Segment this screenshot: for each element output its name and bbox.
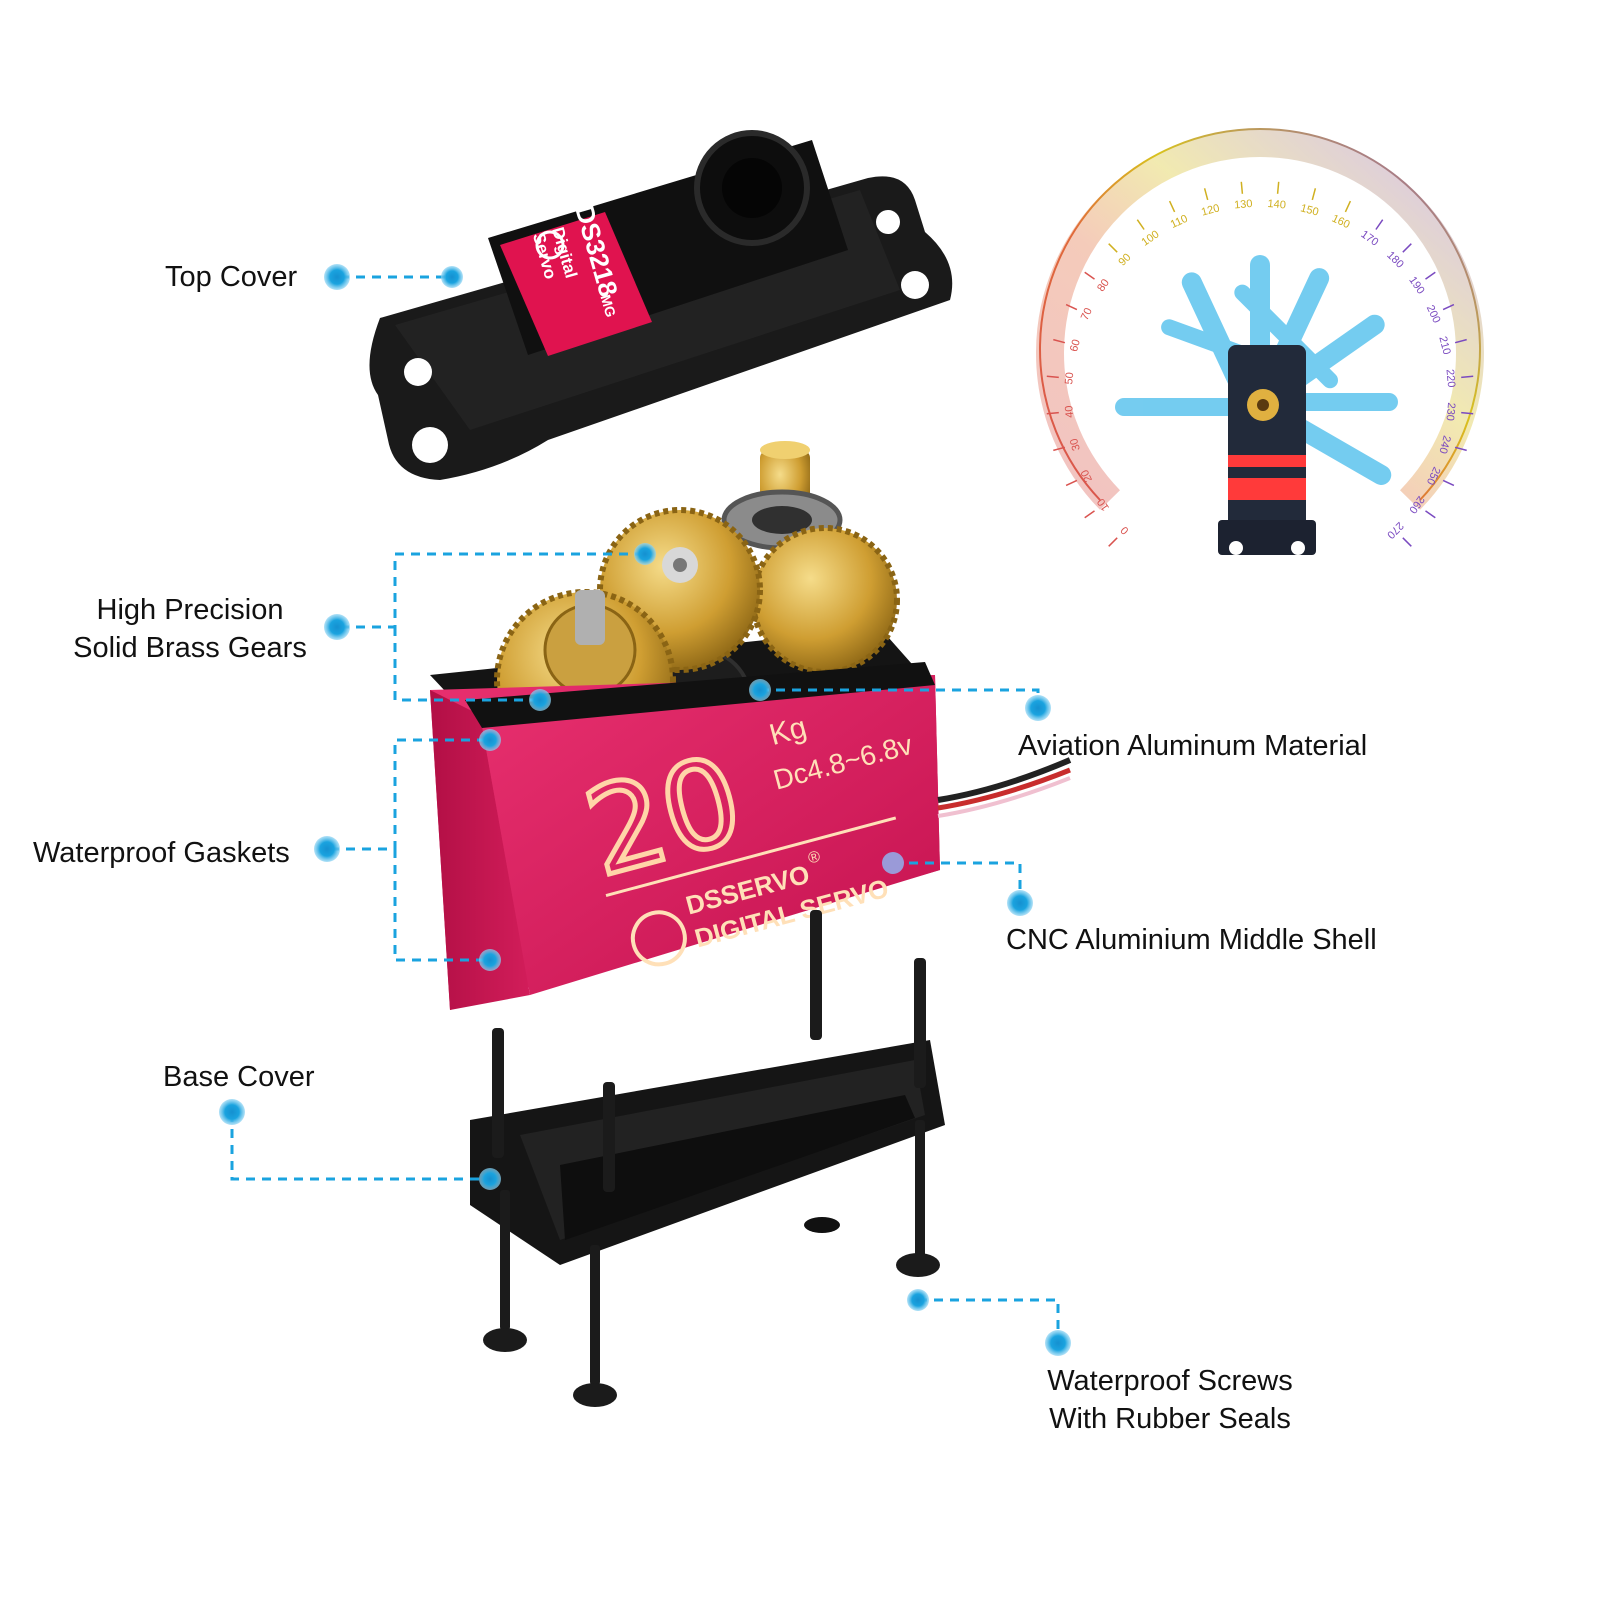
protractor-tick-mark [1454, 446, 1467, 452]
protractor-tick-label: 230 [1444, 402, 1458, 421]
protractor-tick-mark [1108, 243, 1118, 253]
ds-logo-icon [535, 230, 565, 260]
protractor-tick-mark [1461, 375, 1474, 379]
label-aviation-aluminum: Aviation Aluminum Material [1018, 730, 1368, 762]
protractor-tick-label: 180 [1384, 249, 1405, 270]
gaskets-leader [330, 738, 490, 962]
protractor-tick-mark [1046, 375, 1059, 379]
protractor-tick-mark [1168, 200, 1176, 213]
label-brass-gears: High Precision Solid Brass Gears [60, 591, 320, 667]
protractor-tick-label: 200 [1424, 303, 1443, 325]
protractor-tick-label: 190 [1406, 275, 1426, 297]
protractor-tick-label: 240 [1436, 434, 1452, 455]
protractor-tick-label: 20 [1079, 468, 1095, 484]
callout-dot-icon [1007, 890, 1033, 916]
callout-dot-icon [324, 264, 350, 290]
label-top-cover: Top Cover [165, 261, 298, 293]
protractor-tick-mark [1084, 510, 1095, 519]
ds-logo-icon [630, 910, 687, 967]
label-brass-gears-line2: Solid Brass Gears [73, 632, 307, 664]
protractor-tick-label: 90 [1116, 251, 1133, 268]
callout-dot-icon [314, 836, 340, 862]
protractor-tick-mark [1053, 338, 1066, 344]
callout-dot-icon [882, 852, 904, 874]
protractor-tick-label: 170 [1359, 228, 1381, 248]
protractor-tick-label: 50 [1063, 372, 1076, 385]
protractor-tick-label: 270 [1384, 519, 1405, 540]
protractor-tick-label: 80 [1095, 277, 1112, 294]
protractor-tick-mark [1402, 243, 1412, 253]
callout-dot-icon [479, 729, 501, 751]
callout-dots [219, 264, 1071, 1356]
protractor-tick-mark [1425, 510, 1436, 519]
label-waterproof-screws-line2: With Rubber Seals [1049, 1403, 1291, 1435]
callout-dot-icon [479, 1168, 501, 1190]
protractor-tick-mark [1046, 411, 1059, 415]
model-suffix-text: MG [597, 293, 619, 319]
label-waterproof-screws-line1: Waterproof Screws [1047, 1365, 1293, 1397]
callout-dot-icon [749, 679, 771, 701]
callout-dot-icon [634, 543, 656, 565]
protractor-tick-label: 110 [1169, 213, 1190, 231]
protractor-tick-label: 70 [1079, 306, 1095, 322]
protractor-tick-label: 210 [1436, 335, 1452, 356]
protractor-tick-label: 160 [1330, 213, 1352, 232]
protractor-tick-label: 120 [1200, 202, 1221, 218]
protractor-tick-label: 130 [1234, 198, 1253, 212]
label-cnc-middle-shell: CNC Aluminium Middle Shell [1006, 924, 1377, 956]
protractor-tick-label: 140 [1267, 198, 1286, 212]
callout-dot-icon [441, 266, 463, 288]
protractor-tick-mark [1240, 181, 1244, 194]
callout-dot-icon [479, 949, 501, 971]
protractor-tick-mark [1065, 479, 1078, 487]
protractor-tick-mark [1425, 271, 1436, 280]
protractor-tick-mark [1136, 219, 1145, 230]
protractor-tick-label: 10 [1095, 496, 1112, 513]
callout-dot-icon [529, 689, 551, 711]
protractor-tick-label: 220 [1444, 369, 1458, 388]
shell-brand-mark: ® [806, 848, 822, 868]
cnc-shell-leader [893, 861, 1022, 900]
protractor-tick-mark [1454, 338, 1467, 344]
callout-dot-icon [1045, 1330, 1071, 1356]
callout-dot-icon [1025, 695, 1051, 721]
protractor-tick-mark [1203, 188, 1209, 201]
protractor-tick-mark [1461, 411, 1474, 415]
protractor-tick-mark [1442, 303, 1455, 311]
protractor-tick-label: 0 [1119, 524, 1132, 537]
top-cover: DS3218 MG Digital Servo [369, 130, 953, 480]
label-base-cover: Base Cover [163, 1061, 315, 1093]
protractor-tick-mark [1084, 271, 1095, 280]
screws-leader [918, 1298, 1060, 1340]
protractor-tick-mark [1375, 219, 1384, 230]
label-waterproof-screws: Waterproof Screws With Rubber Seals [1030, 1362, 1310, 1438]
protractor-tick-mark [1344, 200, 1352, 213]
protractor-tick-mark [1108, 537, 1118, 547]
mini-servo-icon [1218, 345, 1316, 555]
base-cover-leader [230, 1113, 490, 1181]
gears-leader [340, 552, 643, 702]
protractor-tick-mark [1402, 537, 1412, 547]
base-cover [470, 1040, 945, 1265]
protractor-tick-label: 60 [1068, 338, 1083, 353]
protractor-tick-label: 150 [1299, 202, 1320, 218]
label-waterproof-gaskets: Waterproof Gaskets [33, 837, 290, 869]
callout-dot-icon [219, 1099, 245, 1125]
callout-dot-icon [324, 614, 350, 640]
protractor-tick-mark [1276, 181, 1280, 194]
protractor-tick-label: 100 [1140, 228, 1162, 248]
waterproof-screws [483, 910, 940, 1407]
protractor-tick-mark [1053, 446, 1066, 452]
protractor-tick-mark [1442, 479, 1455, 487]
protractor-tick-mark [1065, 303, 1078, 311]
protractor-tick-label: 40 [1063, 405, 1076, 418]
label-brass-gears-line1: High Precision [96, 594, 284, 626]
protractor-tick-label: 30 [1068, 437, 1083, 452]
cnc-middle-shell: 20 Kg Dc4.8~6.8v DSSERVO ® DIGITAL SERVO [430, 662, 1072, 1010]
callout-dot-icon [907, 1289, 929, 1311]
protractor-tick-mark [1311, 188, 1317, 201]
